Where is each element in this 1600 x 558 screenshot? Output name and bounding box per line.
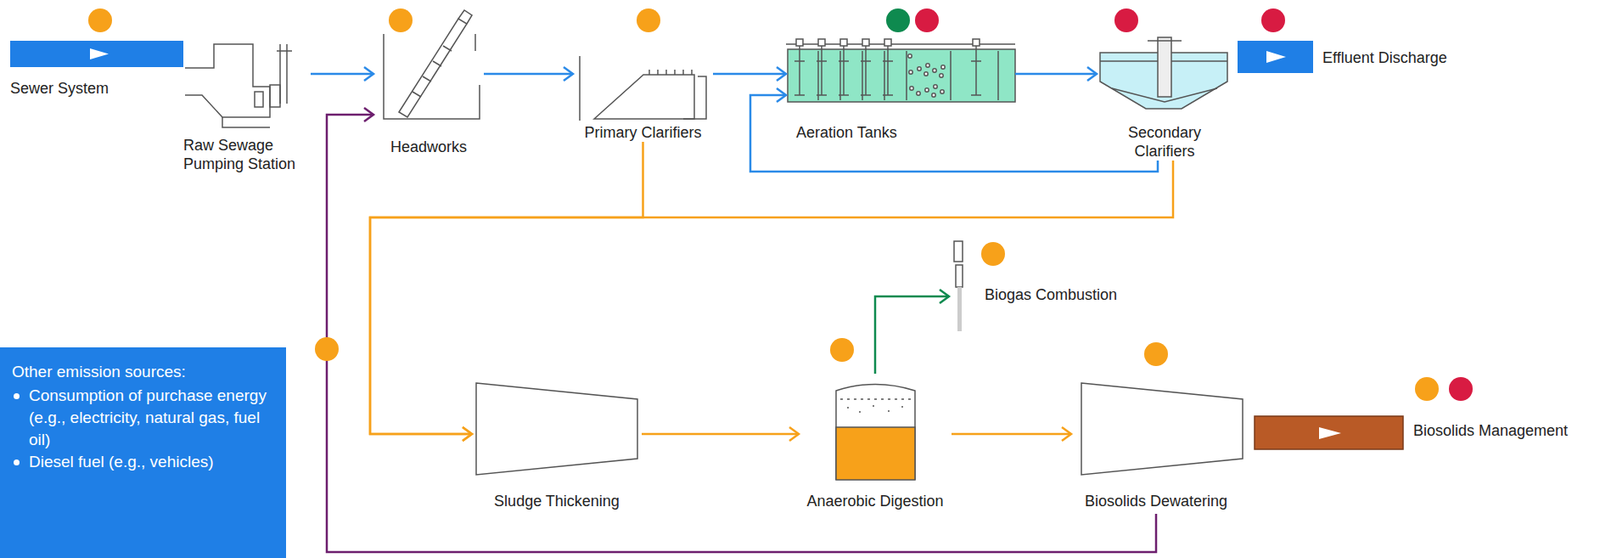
node-label: Biogas Combustion: [984, 285, 1118, 304]
bubble: [909, 86, 914, 90]
arrow-head: [776, 88, 786, 102]
headworks: Headworks: [373, 8, 484, 157]
emission-note: Other emission sources:Consumption of pu…: [0, 347, 287, 558]
bubble: [917, 67, 921, 71]
bubble: [916, 91, 921, 96]
node-label: Sludge Thickening: [471, 491, 642, 511]
diffuser-head: [862, 39, 870, 46]
node-label: Effluent Discharge: [1322, 48, 1448, 68]
flow-connector: [310, 67, 374, 81]
arrow-head: [462, 426, 472, 441]
anaerobic-digester: Anaerobic Digestion: [798, 373, 952, 511]
connector-line: [483, 72, 573, 76]
effluent-discharge: Effluent Discharge: [1237, 40, 1448, 75]
arrow-head: [364, 67, 374, 81]
tank-divider: [861, 50, 864, 101]
node-label: Anaerobic Digestion: [798, 491, 952, 511]
bubble: [926, 63, 930, 68]
arrow-head: [563, 67, 573, 81]
diffuser: [971, 45, 982, 96]
bubble: [925, 88, 929, 92]
diffuser-head: [796, 39, 803, 46]
flow-connector: [951, 426, 1072, 441]
tank-divider: [883, 50, 886, 101]
node-label: Headworks: [373, 137, 484, 157]
tank-divider: [905, 50, 908, 101]
connector-line: [875, 296, 949, 374]
primary-clarifier: Primary Clarifiers: [572, 33, 713, 142]
bubble: [939, 73, 944, 78]
node-label: Biosolids Management: [1413, 421, 1568, 440]
node-label: Aeration Tanks: [796, 123, 1016, 142]
diffuser-head: [972, 39, 980, 46]
bubble: [909, 70, 913, 74]
connector-line: [641, 432, 799, 436]
tank-divider: [949, 50, 952, 101]
biosolids-management: Biosolids Management: [1254, 414, 1568, 452]
flow-connector: [370, 160, 1174, 441]
connector-line: [1015, 72, 1097, 76]
connector-line: [712, 72, 786, 76]
flow-connector: [712, 67, 786, 81]
connector-line: [750, 95, 1158, 172]
bubble: [931, 93, 936, 97]
bullet-dot: [13, 459, 20, 466]
sludge-thickener: Sludge Thickening: [471, 377, 642, 511]
node-label: Secondary Clarifiers: [1096, 123, 1233, 161]
sewer-system: Sewer System: [10, 40, 184, 98]
arrow-head: [789, 426, 799, 441]
flow-connector: [750, 88, 1158, 172]
aeration-tank: Aeration Tanks: [785, 33, 1016, 142]
node-label: Biosolids Dewatering: [1071, 491, 1241, 511]
diffuser-head: [818, 39, 826, 46]
connector-line: [370, 160, 1174, 434]
secondary-clarifier: Secondary Clarifiers: [1096, 33, 1233, 161]
flow-connector: [1015, 67, 1097, 81]
tank-divider: [997, 50, 1000, 101]
flow-connector: [641, 426, 799, 441]
tank-divider: [839, 50, 842, 101]
diffuser-head: [840, 39, 848, 46]
bubble: [941, 65, 945, 69]
flow-connector: [875, 289, 949, 374]
bubble: [940, 89, 944, 94]
bubble: [908, 54, 912, 58]
note-item: Consumption of purchase energy (e.g., el…: [11, 384, 276, 451]
connector-line: [326, 114, 1157, 552]
note-item: Diesel fuel (e.g., vehicles): [11, 450, 276, 473]
arrow-head: [939, 289, 949, 304]
node-label: Sewer System: [10, 78, 184, 98]
diffuser-head: [884, 39, 892, 46]
note-heading: Other emission sources:: [11, 360, 276, 383]
bubble: [932, 68, 937, 73]
arrow-head: [1061, 426, 1072, 441]
connector-line: [370, 141, 644, 434]
node-label: Raw Sewage Pumping Station: [183, 135, 311, 174]
flow-connector: [326, 107, 1157, 552]
flow-connector: [370, 141, 644, 441]
biogas-flare: Biogas Combustion: [948, 239, 1118, 333]
bullet-dot: [13, 392, 20, 399]
connector-line: [310, 72, 374, 76]
diffuser: [794, 45, 805, 96]
arrow-head: [776, 67, 786, 81]
connector-line: [951, 432, 1072, 436]
node-label: Primary Clarifiers: [572, 123, 713, 142]
bubble: [924, 72, 928, 76]
dewatering-unit: Biosolids Dewatering: [1071, 377, 1241, 511]
arrow-head: [364, 107, 374, 122]
flow-connector: [483, 67, 573, 81]
tank-divider: [817, 50, 820, 101]
pumping-station: Raw Sewage Pumping Station: [183, 40, 311, 174]
bubble: [933, 84, 938, 89]
arrow-head: [1087, 67, 1097, 81]
